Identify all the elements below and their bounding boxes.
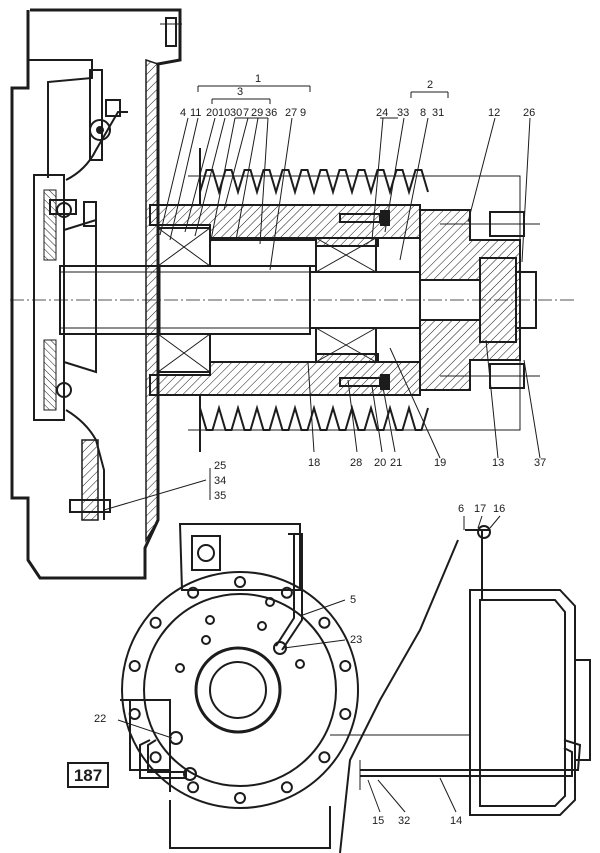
callout-2: 2 <box>427 79 433 91</box>
callout-27: 27 <box>285 107 297 119</box>
pulley-hub <box>149 204 421 396</box>
callout-25: 25 <box>214 460 226 472</box>
callout-28: 28 <box>350 457 362 469</box>
inner-bolt <box>295 659 305 669</box>
callout-14: 14 <box>450 815 462 827</box>
callout-11: 11 <box>190 107 201 119</box>
cover-bolt <box>318 751 331 764</box>
inner-bolt <box>175 663 185 673</box>
callout-23: 23 <box>350 634 362 646</box>
frame-edge <box>339 539 459 853</box>
callout-labels: 1 3 2 4 11 20 10 30 7 29 36 27 9 24 33 8… <box>94 73 546 827</box>
cover-bolt <box>187 586 200 599</box>
cover-bolt-ring <box>128 576 352 804</box>
callout-33: 33 <box>397 107 409 119</box>
cover-bolt <box>280 586 293 599</box>
callout-17: 17 <box>474 503 486 515</box>
cover-end-view <box>120 523 359 849</box>
figure-number-box: 187 <box>67 762 109 788</box>
cover-bolt <box>149 751 162 764</box>
cover-bolt <box>339 660 352 672</box>
callout-10: 10 <box>218 107 230 119</box>
callout-5: 5 <box>350 594 356 606</box>
callout-16: 16 <box>493 503 505 515</box>
figure-number: 187 <box>74 766 102 785</box>
callout-21: 21 <box>390 457 402 469</box>
leader-lines <box>103 85 541 813</box>
output-flange <box>419 209 540 391</box>
inner-bolt <box>201 635 211 645</box>
callout-13: 13 <box>492 457 504 469</box>
cover-bolt <box>339 708 352 720</box>
flywheel <box>33 69 128 521</box>
cover-bolt <box>128 708 141 720</box>
callout-31: 31 <box>432 107 444 119</box>
callout-35: 35 <box>214 490 226 502</box>
callout-20-bottom: 20 <box>374 457 386 469</box>
cover-bolt <box>149 616 162 629</box>
cover-bolt <box>187 781 200 794</box>
callout-29: 29 <box>251 107 263 119</box>
callout-32: 32 <box>398 815 410 827</box>
callout-18: 18 <box>308 457 320 469</box>
cover-bolt <box>234 792 246 804</box>
callout-30: 30 <box>230 107 242 119</box>
callout-22: 22 <box>94 713 106 725</box>
oil-reservoir <box>359 525 591 816</box>
callout-6: 6 <box>458 503 464 515</box>
callout-12: 12 <box>488 107 500 119</box>
callout-7: 7 <box>243 107 249 119</box>
cover-bolt <box>318 616 331 629</box>
callout-1: 1 <box>255 73 261 85</box>
callout-24: 24 <box>376 107 388 119</box>
callout-3: 3 <box>237 86 243 98</box>
inner-bolt <box>257 621 267 631</box>
callout-36: 36 <box>265 107 277 119</box>
callout-19: 19 <box>434 457 446 469</box>
callout-26: 26 <box>523 107 535 119</box>
inner-bolt <box>205 615 215 625</box>
inner-bolt <box>265 597 275 607</box>
cover-bolt <box>128 660 141 672</box>
callout-20-top: 20 <box>206 107 218 119</box>
cover-bolt <box>280 781 293 794</box>
cover-bolt <box>234 576 246 588</box>
callout-8: 8 <box>420 107 426 119</box>
callout-34: 34 <box>214 475 226 487</box>
callout-37: 37 <box>534 457 546 469</box>
callout-9: 9 <box>300 107 306 119</box>
callout-4: 4 <box>180 107 186 119</box>
callout-15: 15 <box>372 815 384 827</box>
